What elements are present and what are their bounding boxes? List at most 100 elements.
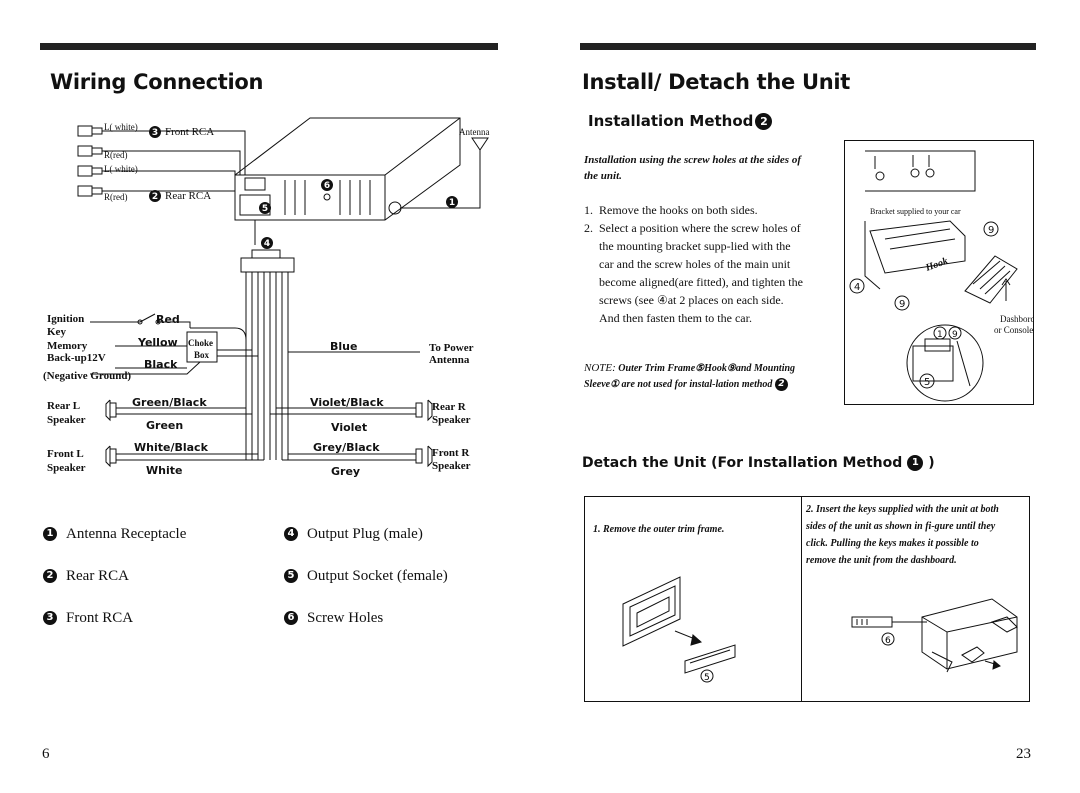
rca-plug-4 xyxy=(77,185,93,197)
legend-number: 1 xyxy=(43,527,57,541)
white-label: White xyxy=(146,464,183,477)
negative-ground-label: (Negative Ground) xyxy=(43,370,132,382)
method-note: NOTE: Outer Trim Frame⑤Hook⑨and Mounting… xyxy=(584,360,806,393)
legend-number: 3 xyxy=(43,611,57,625)
fig-n1: 1 xyxy=(937,330,943,340)
left-page-number: 6 xyxy=(42,746,50,762)
backup-label: Back-up12V xyxy=(47,352,106,364)
method-intro: Installation using the screw holes at th… xyxy=(584,154,801,182)
rca-plug-3 xyxy=(77,165,93,177)
output-plug-4 xyxy=(240,257,295,273)
legend-label: Output Socket (female) xyxy=(307,567,448,584)
right-page-number: 23 xyxy=(1016,746,1031,762)
rca-label-l1: L( white) xyxy=(104,122,138,132)
green-label: Green xyxy=(146,419,184,432)
rca-label-r1: R(red) xyxy=(104,150,128,160)
rca-label-r2: R(red) xyxy=(104,192,128,202)
method-heading: Installation Method 2 xyxy=(588,112,773,130)
fig-n4: 4 xyxy=(854,282,860,293)
legend-item-6: 6 Screw Holes xyxy=(284,608,494,628)
violet-black-label: Violet/Black xyxy=(310,396,384,409)
detach-step-1: 1. Remove the outer trim frame. xyxy=(593,524,725,535)
legend-label: Output Plug (male) xyxy=(307,525,423,542)
fig-n9-a: 9 xyxy=(988,225,994,236)
legend-label: Front RCA xyxy=(66,609,134,626)
box-label: Box xyxy=(194,350,210,360)
rear-l-label: Rear L xyxy=(47,400,81,412)
front-rca-label: Front RCA xyxy=(165,126,215,138)
legend-col-1: 1 Antenna Receptacle 2 Rear RCA 3 Front … xyxy=(43,524,273,628)
yellow-wire-label: Yellow xyxy=(138,336,178,349)
svg-text:6: 6 xyxy=(324,181,330,191)
green-black-label: Green/Black xyxy=(132,396,207,409)
legend-number: 4 xyxy=(284,527,298,541)
fig-n5: 5 xyxy=(924,377,930,388)
white-black-label: White/Black xyxy=(134,441,208,454)
detach-cell-2: 2. Insert the keys supplied with the uni… xyxy=(802,497,1029,701)
choke-label: Choke xyxy=(188,338,214,348)
rca-plug-1 xyxy=(77,125,93,137)
rca-plug-2 xyxy=(77,145,93,157)
violet-label: Violet xyxy=(331,421,368,434)
detach-fig-n5: 5 xyxy=(704,673,710,683)
detach-number-badge: 1 xyxy=(907,455,924,471)
grey-black-label: Grey/Black xyxy=(313,441,380,454)
memory-label: Memory xyxy=(47,340,88,352)
left-page-title: Wiring Connection xyxy=(50,70,264,94)
blue-wire-label: Blue xyxy=(330,340,358,353)
install-figure-drawing: Bracket supplied to your car Dashbord or… xyxy=(849,150,1033,402)
front-l-speaker-label: Speaker xyxy=(47,462,86,474)
legend-item-4: 4 Output Plug (male) xyxy=(284,524,494,544)
detach-figure-2: 6 xyxy=(851,598,1018,673)
to-power-antenna-label: Antenna xyxy=(429,354,470,366)
ignition-label: Ignition xyxy=(47,313,85,325)
red-wire-label: Red xyxy=(156,313,180,326)
svg-text:3: 3 xyxy=(152,128,158,138)
legend-number: 2 xyxy=(43,569,57,583)
legend-item-5: 5 Output Socket (female) xyxy=(284,566,494,586)
detach-figure-1: 5 xyxy=(622,576,736,683)
rear-r-speaker-label: Speaker xyxy=(432,414,471,426)
svg-text:1: 1 xyxy=(449,198,455,208)
wiring-diagram: 3 2 1 6 5 4 xyxy=(77,117,489,468)
svg-text:4: 4 xyxy=(264,239,270,249)
step-text: Select a position where the screw holes … xyxy=(599,221,803,325)
right-header-bar xyxy=(580,43,1036,50)
to-power-label: To Power xyxy=(429,342,474,354)
fig-n9-c: 9 xyxy=(952,330,958,340)
note-number-badge: 2 xyxy=(774,378,788,392)
legend-number: 6 xyxy=(284,611,298,625)
detach-cell-1: 1. Remove the outer trim frame. 5 xyxy=(585,497,802,701)
rear-rca-label: Rear RCA xyxy=(165,190,212,202)
legend-number: 5 xyxy=(284,569,298,583)
svg-text:2: 2 xyxy=(152,192,158,202)
detach-heading-text: Detach the Unit (For Installation Method xyxy=(582,455,903,471)
grey-label: Grey xyxy=(331,465,361,478)
detach-heading: Detach the Unit (For Installation Method… xyxy=(582,455,935,471)
method-steps: 1.Remove the hooks on both sides. 2.Sele… xyxy=(584,201,806,327)
or-console-label: or Console xyxy=(994,325,1033,335)
legend-label: Screw Holes xyxy=(307,609,384,626)
detach-fig-n6: 6 xyxy=(885,636,891,646)
legend-item-2: 2 Rear RCA xyxy=(43,566,273,586)
dashbord-label: Dashbord xyxy=(1000,314,1033,324)
right-page-title: Install/ Detach the Unit xyxy=(582,70,851,94)
step-2: 2.Select a position where the screw hole… xyxy=(584,219,806,327)
install-figure: Bracket supplied to your car Dashbord or… xyxy=(844,140,1034,405)
front-r-speaker-label: Speaker xyxy=(432,460,471,472)
method-number-badge: 2 xyxy=(755,112,773,130)
detach-step-2: 2. Insert the keys supplied with the uni… xyxy=(806,504,999,566)
fig-n9-b: 9 xyxy=(899,299,905,310)
legend-label: Antenna Receptacle xyxy=(66,525,187,542)
note-text: Outer Trim Frame⑤Hook⑨and Mounting Sleev… xyxy=(584,363,796,390)
key-label: Key xyxy=(47,326,66,338)
rear-r-label: Rear R xyxy=(432,401,466,413)
method-heading-text: Installation Method xyxy=(588,112,754,130)
rear-l-speaker-label: Speaker xyxy=(47,414,86,426)
hook-label: Hook xyxy=(923,256,949,274)
rca-label-l2: L( white) xyxy=(104,164,138,174)
detach-heading-close: ) xyxy=(928,455,935,471)
legend-col-2: 4 Output Plug (male) 5 Output Socket (fe… xyxy=(284,524,494,628)
detach-table: 1. Remove the outer trim frame. 5 2. Ins… xyxy=(584,496,1030,702)
front-l-label: Front L xyxy=(47,448,84,460)
